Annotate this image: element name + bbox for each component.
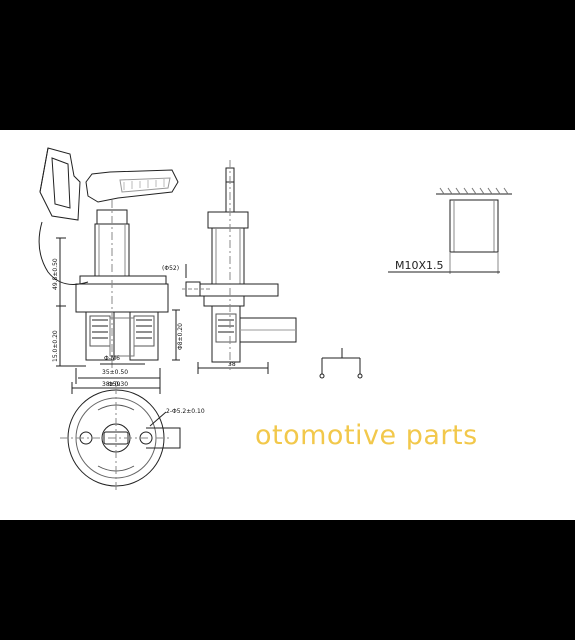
technical-drawing: 49.8±0.50 15.0±0.20 Φ-M6 35±0.50 Φ59 (Φ5…: [38, 147, 512, 492]
caption-text: otomotive parts: [255, 420, 478, 451]
dim-side-phi52: (Φ52): [162, 265, 179, 272]
thread-detail: [388, 187, 512, 274]
dim-phi-59: Φ59: [108, 381, 121, 388]
side-view: [172, 160, 297, 374]
dim-hole: 2-Φ5.2±0.10: [166, 408, 205, 415]
front-view: [38, 147, 179, 384]
top-black-band: [0, 0, 575, 130]
bottom-view: [60, 382, 181, 492]
bottom-black-band: [0, 520, 575, 640]
dim-spacing-35: 35±0.50: [102, 369, 128, 376]
drawing-sheet: 49.8±0.50 15.0±0.20 Φ-M6 35±0.50 Φ59 (Φ5…: [0, 130, 575, 520]
switch-schematic: [319, 348, 363, 379]
dim-phi-m6: Φ-M6: [104, 355, 120, 362]
dim-side-width: 38: [228, 361, 236, 368]
dim-base-height: 15.0±0.20: [52, 330, 59, 362]
dim-height-left: 49.8±0.50: [52, 258, 59, 290]
dim-side-height: Φ8±0.20: [177, 323, 184, 350]
thread-label: M10X1.5: [395, 259, 444, 272]
dim-bottom-38: 38±0.30: [102, 381, 128, 388]
